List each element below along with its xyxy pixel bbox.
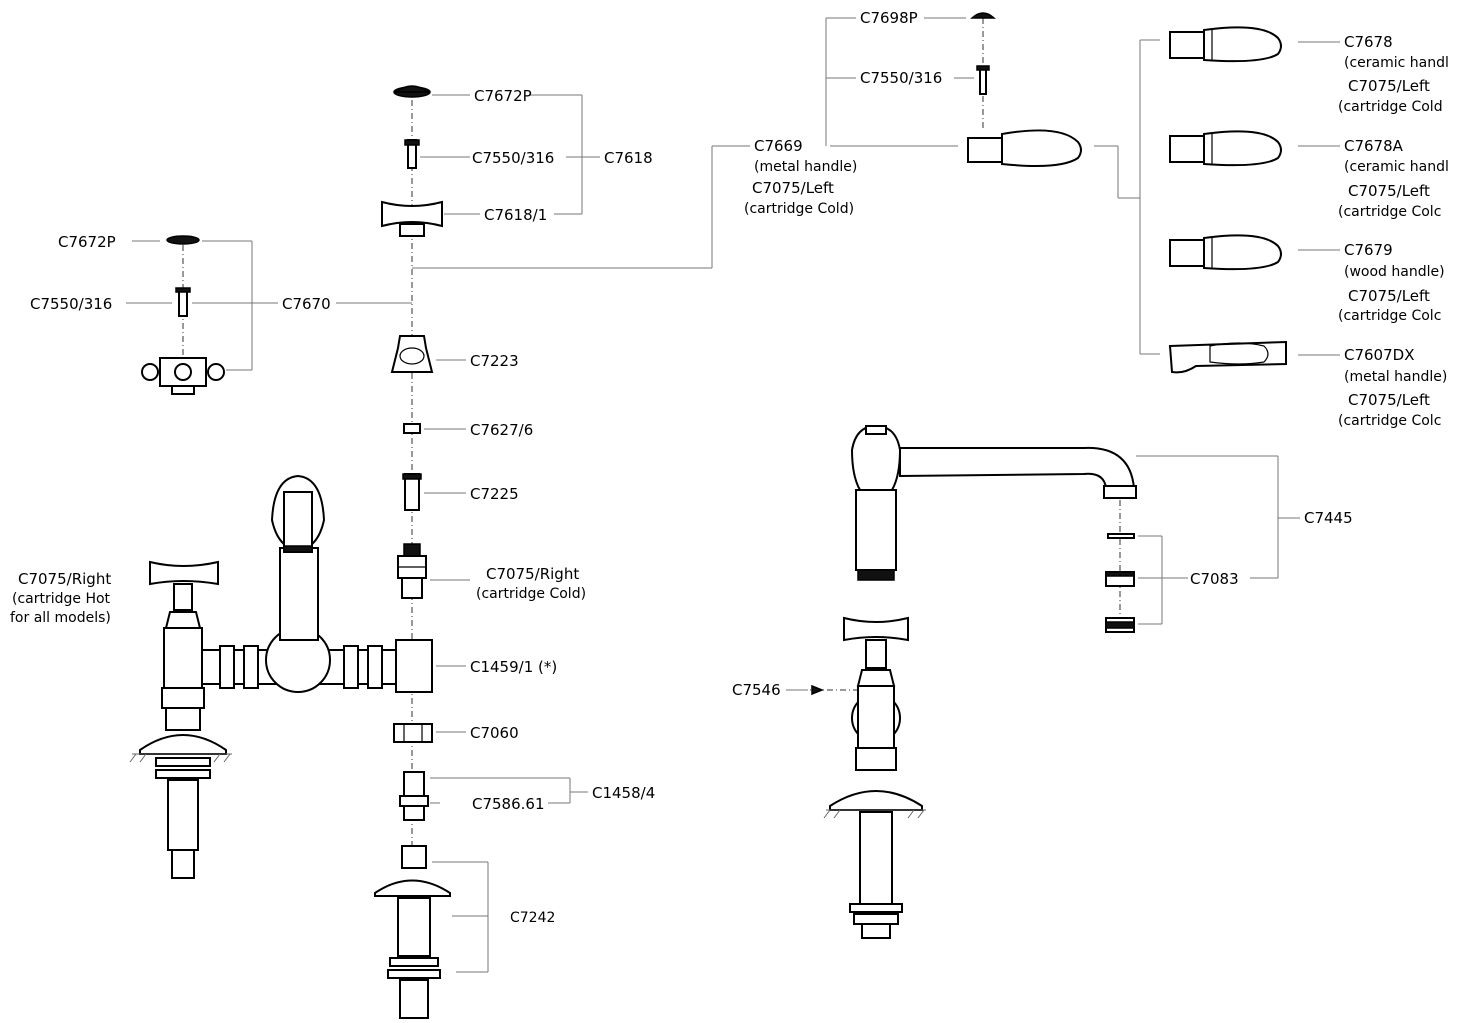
cross-handle-part-c7670 xyxy=(141,357,225,395)
label-c7672p-left: C7672P xyxy=(58,233,116,251)
screw-part-c7550-center xyxy=(404,139,420,169)
label-c7679-sub: (wood handle) xyxy=(1344,264,1445,280)
cap-part-c7698p xyxy=(970,12,996,19)
label-c7678-sub: (ceramic handl xyxy=(1344,55,1449,71)
label-c7550-right: C7550/316 xyxy=(860,69,942,87)
lever-handle-part-c7607dx xyxy=(1168,340,1287,374)
label-c7670: C7670 xyxy=(282,295,331,313)
label-c7669-sub: (metal handle) xyxy=(754,159,857,175)
label-c7060: C7060 xyxy=(470,724,519,742)
label-c7445: C7445 xyxy=(1304,509,1353,527)
label-c7679-cart-sub: (cartridge Colc xyxy=(1338,308,1441,324)
label-c7075-left-main: C7075/Left xyxy=(752,179,834,197)
label-c7678a-sub: (ceramic handl xyxy=(1344,159,1449,175)
label-c7678: C7678 xyxy=(1344,33,1393,51)
cap-part-c7672p-left xyxy=(166,235,200,245)
label-c7678-cart-sub: (cartridge Cold xyxy=(1338,99,1443,115)
label-c7225: C7225 xyxy=(470,485,519,503)
label-c7618: C7618 xyxy=(604,149,653,167)
label-c7678a-cart: C7075/Left xyxy=(1348,182,1430,200)
base-part-c7242 xyxy=(374,845,451,1019)
label-c7075-right-left-sub2: for all models) xyxy=(10,610,111,626)
screw-part-c7550-left xyxy=(175,287,191,317)
cross-handle-part-c7618-1 xyxy=(381,200,443,237)
label-c7075-right-left-sub1: (cartridge Hot xyxy=(12,591,111,607)
lever-handle-part-c7679 xyxy=(1169,234,1282,271)
label-c7669: C7669 xyxy=(754,137,803,155)
leader-lines xyxy=(126,17,1340,973)
label-c1458-4: C1458/4 xyxy=(592,784,655,802)
label-c7607dx-sub: (metal handle) xyxy=(1344,369,1447,385)
assembled-tap-left xyxy=(129,474,433,879)
cartridge-part-c7075-right-center xyxy=(397,543,427,599)
label-c7607dx-cart-sub: (cartridge Colc xyxy=(1338,413,1441,429)
label-c7075-right-center-sub: (cartridge Cold) xyxy=(476,586,586,602)
label-c7075-right-left: C7075/Right xyxy=(18,570,111,588)
label-c7550-left: C7550/316 xyxy=(30,295,112,313)
aerator-parts-c7083 xyxy=(1105,533,1135,633)
label-c7627-6: C7627/6 xyxy=(470,421,533,439)
label-c7672p-center: C7672P xyxy=(474,87,532,105)
label-c7242: C7242 xyxy=(510,910,555,926)
label-c7223: C7223 xyxy=(470,352,519,370)
label-c7586-61: C7586.61 xyxy=(472,795,545,813)
spindle-part-c7225 xyxy=(402,473,422,511)
ring-part-c7627-6 xyxy=(403,423,421,434)
label-c7075-left-main-sub: (cartridge Cold) xyxy=(744,201,854,217)
connector-part-c1458-4 xyxy=(399,771,429,821)
label-c7550-center: C7550/316 xyxy=(472,149,554,167)
label-c1459-1: C1459/1 (*) xyxy=(470,658,557,676)
label-c7546: C7546 xyxy=(732,681,781,699)
lever-handle-part-c7678a xyxy=(1169,130,1282,167)
label-c7075-right-center: C7075/Right xyxy=(486,565,579,583)
bell-part-c7223 xyxy=(390,335,434,373)
label-c7698p: C7698P xyxy=(860,9,918,27)
lever-handle-part-c7669 xyxy=(967,129,1082,167)
label-c7678a: C7678A xyxy=(1344,137,1404,155)
lever-handle-part-c7678 xyxy=(1169,26,1282,63)
label-c7083: C7083 xyxy=(1190,570,1239,588)
label-c7679: C7679 xyxy=(1344,241,1393,259)
label-c7678a-cart-sub: (cartridge Colc xyxy=(1338,204,1441,220)
label-c7678-cart: C7075/Left xyxy=(1348,77,1430,95)
label-c7618-1: C7618/1 xyxy=(484,206,547,224)
label-c7607dx-cart: C7075/Left xyxy=(1348,391,1430,409)
screw-part-c7550-right xyxy=(976,65,990,95)
assembled-tap-right xyxy=(811,424,1137,939)
label-c7679-cart: C7075/Left xyxy=(1348,287,1430,305)
label-c7607dx: C7607DX xyxy=(1344,346,1414,364)
cap-part-c7672p-center xyxy=(393,85,431,98)
nut-part-c7060 xyxy=(393,723,433,743)
right-edge-crop xyxy=(1450,0,1469,440)
